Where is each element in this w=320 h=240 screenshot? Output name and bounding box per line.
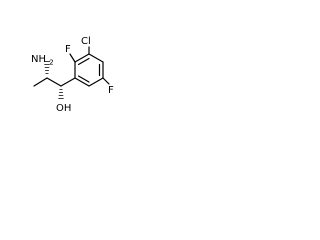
amine-label: NH 2 <box>31 54 54 67</box>
stereo-hash-bond-o <box>58 89 64 99</box>
backbone-bond <box>46 77 62 87</box>
stereo-hash-bond-n <box>43 61 51 74</box>
molecule-canvas: NH 2 OH Cl F F <box>0 0 152 152</box>
benzene-ring <box>74 53 104 87</box>
aryl-bond <box>60 77 76 87</box>
chloro-label: Cl <box>81 36 91 47</box>
hydroxyl-label: OH <box>56 103 71 114</box>
methyl-bond <box>33 77 48 87</box>
fluoro-bond-meta <box>102 77 110 85</box>
fluoro-label-ortho: F <box>65 44 71 55</box>
fluoro-bond-ortho <box>69 53 76 63</box>
molecule-structure: NH 2 OH Cl F F <box>31 36 114 114</box>
fluoro-label-meta: F <box>108 85 114 96</box>
